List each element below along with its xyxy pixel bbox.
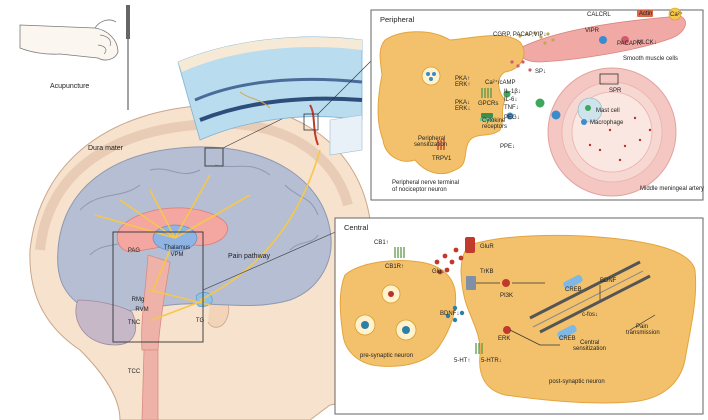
dura-mater-label: Dura mater <box>88 145 124 152</box>
pain-pathway-label: Pain pathway <box>228 253 271 260</box>
mlck-label: MLCK↓ <box>637 40 657 46</box>
cytokine-receptors-1: Cytokine <box>482 118 506 124</box>
vipr-label: VIPR <box>585 28 600 34</box>
glu-label: Glu↓ <box>432 269 444 275</box>
ppe-label: PPE↓ <box>500 144 515 150</box>
spr-label: SPR <box>609 88 622 94</box>
sp-label: SP↓ <box>535 69 546 75</box>
central-panel: Central <box>334 217 704 415</box>
pka-erk-down-2: ERK↓ <box>455 106 470 112</box>
pre-neuron-label: pre-synaptic neuron <box>360 353 413 359</box>
rmg-label: RMg <box>132 297 145 303</box>
artery-label: Middle meningeal artery <box>640 186 704 192</box>
tnc-label: TNC <box>128 320 141 326</box>
mast-cell-label: Mast cell <box>596 108 620 114</box>
actin-label: Actin <box>639 11 652 17</box>
cfos-label: c-fos↓ <box>582 312 598 318</box>
needle-icon <box>126 5 130 110</box>
bdnf-down-label: BDNF↓ <box>440 311 459 317</box>
post-neuron-label: post-synaptic neuron <box>549 379 605 385</box>
peripheral-sensitization-1: Peripheral <box>418 136 445 142</box>
smooth-muscle-label: Smooth muscle cells <box>623 56 678 62</box>
tcc-label: TCC <box>128 369 141 375</box>
cb1-label: CB1↑ <box>374 240 389 246</box>
brainstem-inset-frame <box>112 231 204 343</box>
pain-transmission-1: Pain <box>636 324 648 330</box>
erk-label: ERK <box>498 336 510 342</box>
htr-label: 5-HTR↓ <box>481 358 502 364</box>
pre-synaptic-neuron <box>339 260 457 367</box>
cytokine-receptors-2: receptors <box>482 124 507 130</box>
trpv1-label: TRPV1 <box>432 156 452 162</box>
peripheral-panel: Peripheral <box>370 7 704 201</box>
peripheral-title: Peripheral <box>380 15 415 24</box>
pka-erk-up-2: ERK↑ <box>455 82 470 88</box>
creb-label: CREB <box>565 287 582 293</box>
head-illustration <box>29 104 391 420</box>
tg-label: TG <box>196 318 205 324</box>
pain-transmission-2: transmission <box>626 330 660 336</box>
central-sensitization-2: sensitization <box>573 346 606 352</box>
ht-label: 5-HT↑ <box>454 358 470 364</box>
trkb-label: TrKB <box>480 269 493 275</box>
post-synaptic-neuron <box>460 234 697 404</box>
nerve-terminal-neuron <box>377 31 525 175</box>
thalamus-label: Thalamus <box>164 245 190 251</box>
acupuncture-label: Acupuncture <box>50 83 89 90</box>
il1b-label: IL-1β↓ <box>504 89 521 95</box>
nerve-terminal-2: of nociceptor neuron <box>392 187 447 193</box>
gpcrs-label: GPCRs <box>478 101 498 107</box>
acupuncture-hand <box>19 19 119 61</box>
pka-erk-down-1: PKA↓ <box>455 100 470 106</box>
il6-label: IL-6↓ <box>504 97 517 103</box>
camp-label: Ca²⁺/cAMP <box>485 79 516 86</box>
dura-inset-frame <box>204 147 224 167</box>
glur-label: GluR <box>480 244 494 250</box>
pi3k-label: PI3K <box>500 293 513 299</box>
creb2-label: CREB <box>559 336 576 342</box>
vpm-label: VPM <box>170 252 183 258</box>
rvm-label: RVM <box>135 307 148 313</box>
pacapr-label: PACAPR <box>617 41 642 47</box>
peg-label: PEG↓ <box>504 115 520 121</box>
cb1r-label: CB1R↑ <box>385 264 404 270</box>
tnf-label: TNF↓ <box>504 105 519 111</box>
macrophage-label: Macrophage <box>590 120 624 126</box>
nerve-terminal-1: Peripheral nerve terminal <box>392 180 459 186</box>
central-sensitization-1: Central <box>580 340 599 346</box>
dna-strands <box>529 260 651 334</box>
pka-erk-up-1: PKA↑ <box>455 76 470 82</box>
cgrp-label: CGRP, PACAP,VIP↓ <box>493 32 546 38</box>
central-title: Central <box>344 223 369 232</box>
peripheral-sensitization-2: sensitization <box>414 142 447 148</box>
dura-zoom-frame <box>303 113 319 131</box>
calcrl-label: CALCRL <box>587 12 611 18</box>
bdnf-label: BDNF <box>600 278 617 284</box>
pag-label: PAG <box>128 248 141 254</box>
ca-label: Ca²⁺ <box>670 11 683 18</box>
